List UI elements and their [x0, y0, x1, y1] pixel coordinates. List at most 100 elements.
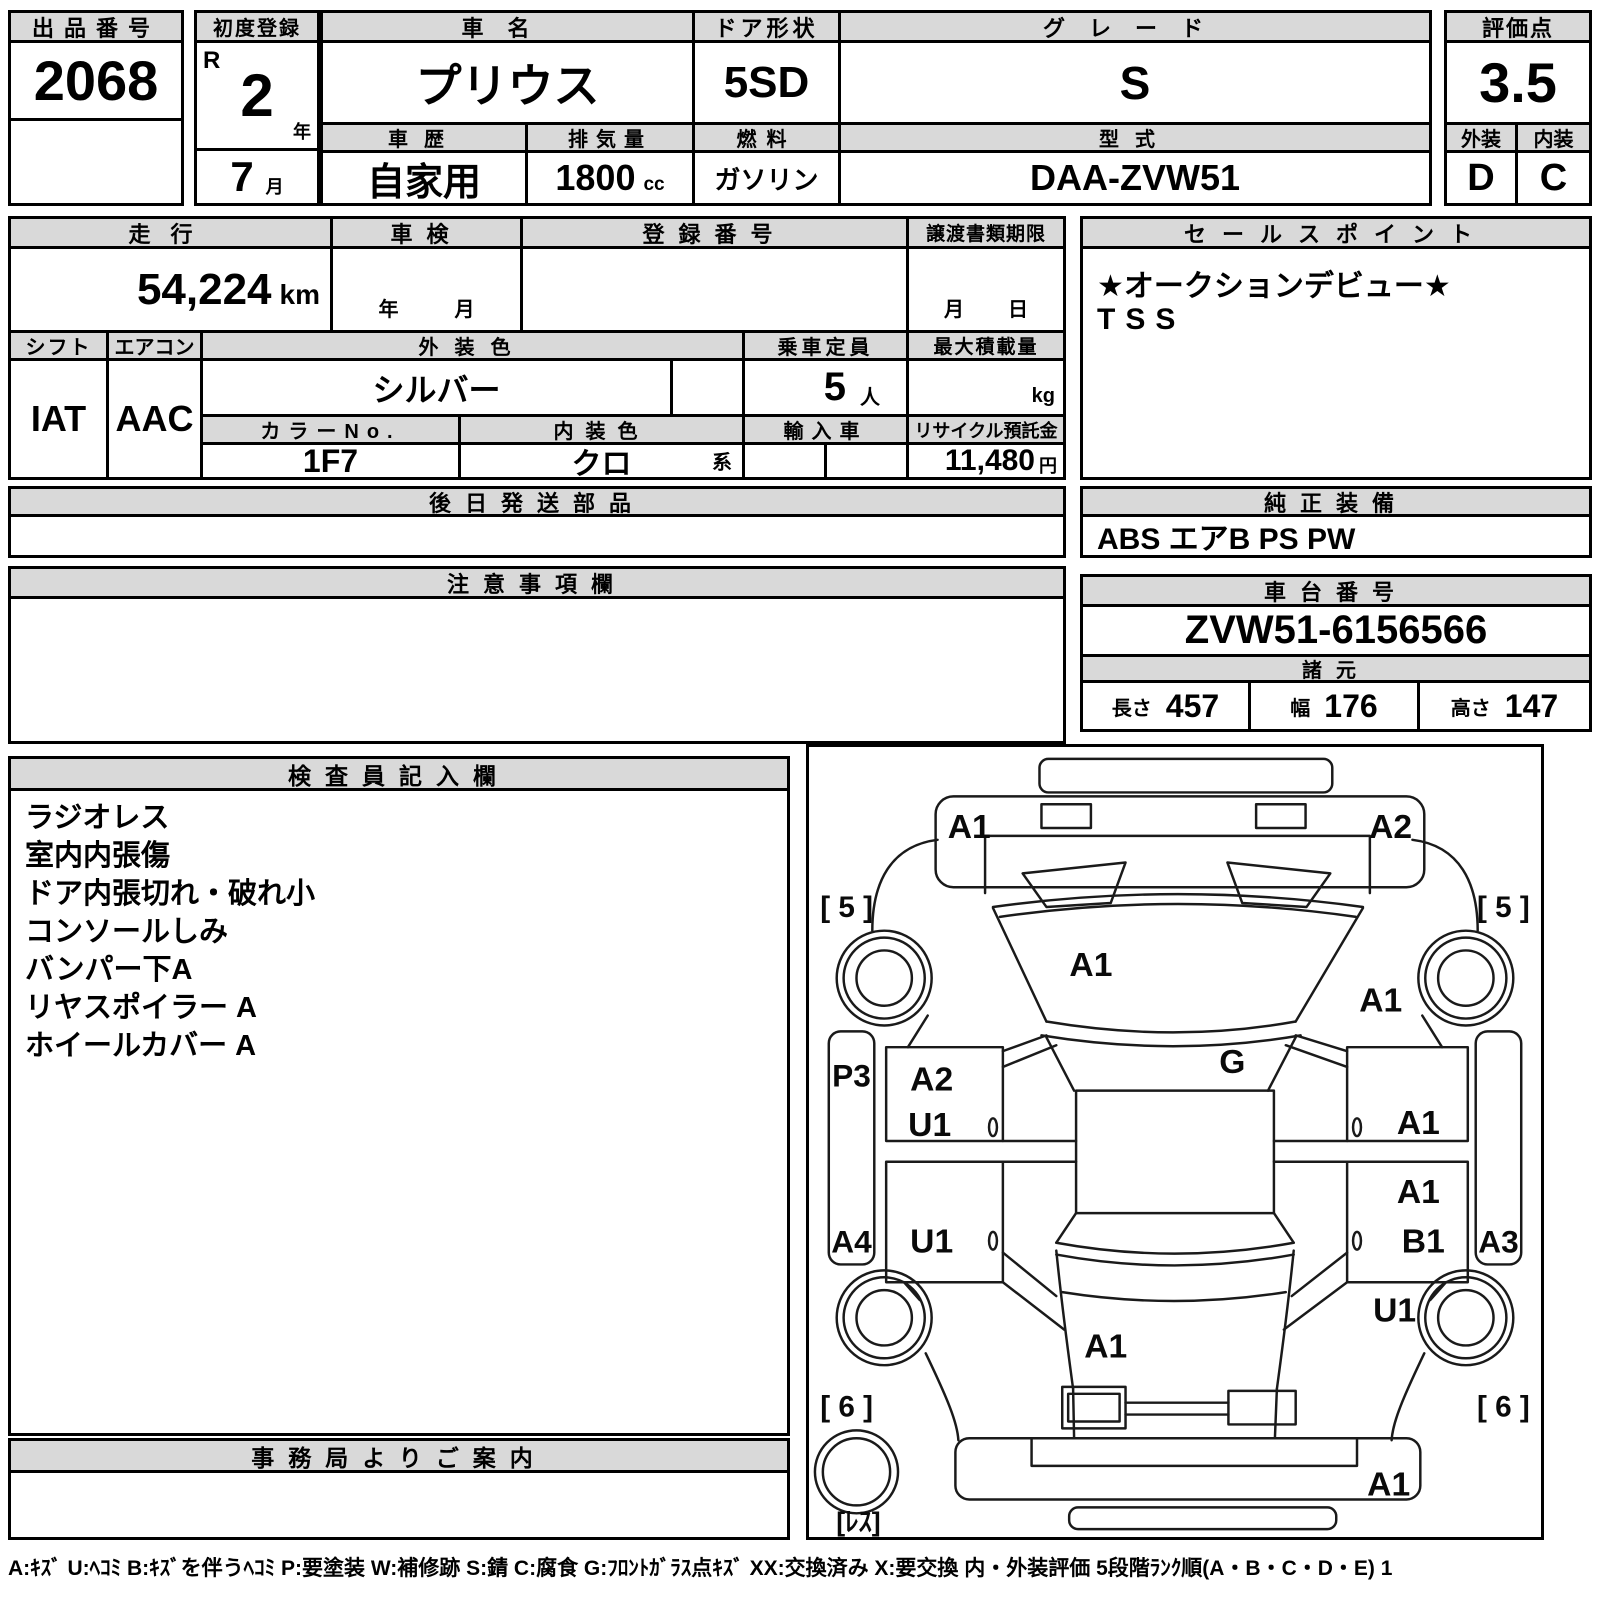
int-color-value-cell: クロ 系 [461, 445, 745, 481]
damage-label-hood: A1 [1069, 947, 1112, 984]
color-no-header: カラーNo. [203, 417, 461, 445]
first-reg-header: 初度登録 [197, 13, 317, 43]
inspection-value-cell: 年 月 [333, 249, 523, 333]
auction-no-box: 出品番号 2068 [8, 10, 184, 206]
max-load-value-cell: kg [909, 361, 1063, 417]
tire-label-rear-right: [ 6 ] [1477, 1391, 1530, 1424]
handle-rear-right [1351, 1230, 1363, 1251]
history-header: 車歴 [323, 125, 528, 153]
wiper-right [1226, 861, 1332, 909]
capacity-value: 5 [823, 365, 846, 409]
damage-label-sill-right: A3 [1478, 1224, 1518, 1260]
damage-label-fender-rear-right: U1 [1373, 1293, 1416, 1330]
tire-label-front-right: [ 5 ] [1477, 891, 1530, 924]
import-value-left [745, 445, 827, 477]
aircon-value: AAC [109, 361, 203, 477]
handle-rear-left [987, 1230, 999, 1251]
sales-point-line2: TSS [1097, 303, 1186, 336]
tire-label-front-left: [ 5 ] [820, 891, 873, 924]
caution-box: 注意事項欄 [8, 566, 1066, 744]
import-value-right [827, 445, 909, 477]
car-name-header: 車名 [323, 13, 695, 43]
auction-no-value: 2068 [11, 43, 181, 121]
genuine-box: 純正装備 ABS エアB PS PW [1080, 486, 1592, 558]
first-reg-year-unit: 年 [293, 122, 311, 142]
int-color-suffix: 系 [712, 452, 732, 474]
front-bumper-strip [1038, 757, 1334, 794]
first-reg-month-cell: 7 月 [197, 151, 317, 203]
import-header: 輸入車 [745, 417, 909, 445]
damage-label-sill-left-front: P3 [832, 1058, 871, 1094]
inspector-note-line: コンソールしみ [25, 916, 229, 948]
transfer-month-unit: 月 [944, 299, 964, 321]
wheel-rear-left [835, 1269, 933, 1367]
chassis-header: 車台番号 [1083, 577, 1589, 607]
office-header: 事務局よりご案内 [11, 1441, 787, 1473]
transfer-day-unit: 日 [1008, 299, 1028, 321]
caution-header: 注意事項欄 [11, 569, 1063, 599]
sales-point-line1: ★オークションデビュー★ [1097, 270, 1451, 303]
later-parts-header: 後日発送部品 [11, 489, 1063, 517]
door-rear-left [884, 1160, 1005, 1284]
displacement-header: 排気量 [528, 125, 695, 153]
model-code-header: 型式 [841, 125, 1429, 153]
grade-header: グレード [841, 13, 1429, 43]
mileage-value-cell: 54,224 km [11, 249, 333, 333]
spec-width-label: 幅 [1290, 697, 1311, 720]
first-reg-month-unit: 月 [265, 177, 284, 197]
legend-text: A:ｷｽﾞ U:ﾍｺﾐ B:ｷｽﾞを伴うﾍｺﾐ P:要塗装 W:補修跡 S:錆 … [8, 1557, 1393, 1580]
ext-color-empty [673, 361, 745, 417]
shift-value: IAT [11, 361, 109, 477]
car-outline [813, 757, 1523, 1531]
inspector-note-line: 室内内張傷 [25, 840, 171, 872]
shift-header: シフト [11, 333, 109, 361]
inspector-note-line: バンパー下A [25, 954, 193, 986]
handle-front-left [987, 1117, 999, 1138]
spec-length-value: 457 [1165, 687, 1220, 724]
mileage-value: 54,224 [136, 264, 272, 314]
chassis-value: ZVW51-6156566 [1083, 607, 1589, 657]
max-load-unit: kg [1031, 385, 1055, 407]
capacity-unit: 人 [860, 387, 880, 409]
door-front-left [884, 1045, 1005, 1143]
inspector-box: 検査員記入欄 ラジオレス 室内内張傷 ドア内張切れ・破れ小 コンソールしみ バン… [8, 756, 790, 1436]
damage-label-windshield: G [1219, 1044, 1245, 1081]
rear-bumper-panel [954, 1437, 1422, 1501]
first-reg-year: 2 [240, 62, 274, 129]
damage-label-door-front-right: A1 [1397, 1105, 1440, 1142]
wiper-left [1021, 861, 1127, 909]
caution-value [11, 599, 1063, 741]
interior-value: C [1539, 156, 1568, 199]
wheel-front-right [1417, 929, 1515, 1027]
int-color-header: 内装色 [461, 417, 745, 445]
history-value: 自家用 [323, 153, 528, 204]
aircon-header: エアコン [109, 333, 203, 361]
inspection-header: 車検 [333, 219, 523, 249]
capacity-header: 乗車定員 [745, 333, 909, 361]
damage-label-front-bumper-right: A2 [1369, 809, 1412, 846]
inspector-notes: ラジオレス 室内内張傷 ドア内張切れ・破れ小 コンソールしみ バンパー下A リヤ… [25, 799, 315, 1065]
inspection-month-unit: 月 [454, 299, 475, 321]
spare-tire [813, 1429, 900, 1515]
spec-width-value: 176 [1324, 687, 1378, 724]
roof-panel [1074, 1089, 1276, 1215]
damage-label-door-rear-right-2: B1 [1402, 1224, 1445, 1261]
recycle-value: 11,480 [944, 444, 1035, 477]
first-reg-month: 7 [230, 153, 254, 200]
recycle-header: リサイクル預託金 [909, 417, 1063, 445]
interior-header: 内装 [1518, 125, 1589, 153]
ext-color-value: シルバー [203, 361, 673, 417]
specs-header: 諸元 [1083, 657, 1589, 683]
recycle-unit: 円 [1039, 456, 1057, 476]
handle-front-right [1351, 1117, 1363, 1138]
ext-color-header: 外装色 [203, 333, 745, 361]
later-parts-value [11, 517, 1063, 555]
spec-height-label: 高さ [1450, 697, 1491, 720]
damage-label-door-front-left-2: U1 [908, 1107, 951, 1144]
reg-no-value [523, 249, 909, 333]
displacement-value-cell: 1800 cc [528, 153, 695, 203]
fuel-value: ガソリン [695, 153, 841, 203]
inspection-year-unit: 年 [378, 299, 399, 321]
tire-label-rear-left: [ 6 ] [820, 1391, 873, 1424]
fuel-header: 燃料 [695, 125, 841, 153]
